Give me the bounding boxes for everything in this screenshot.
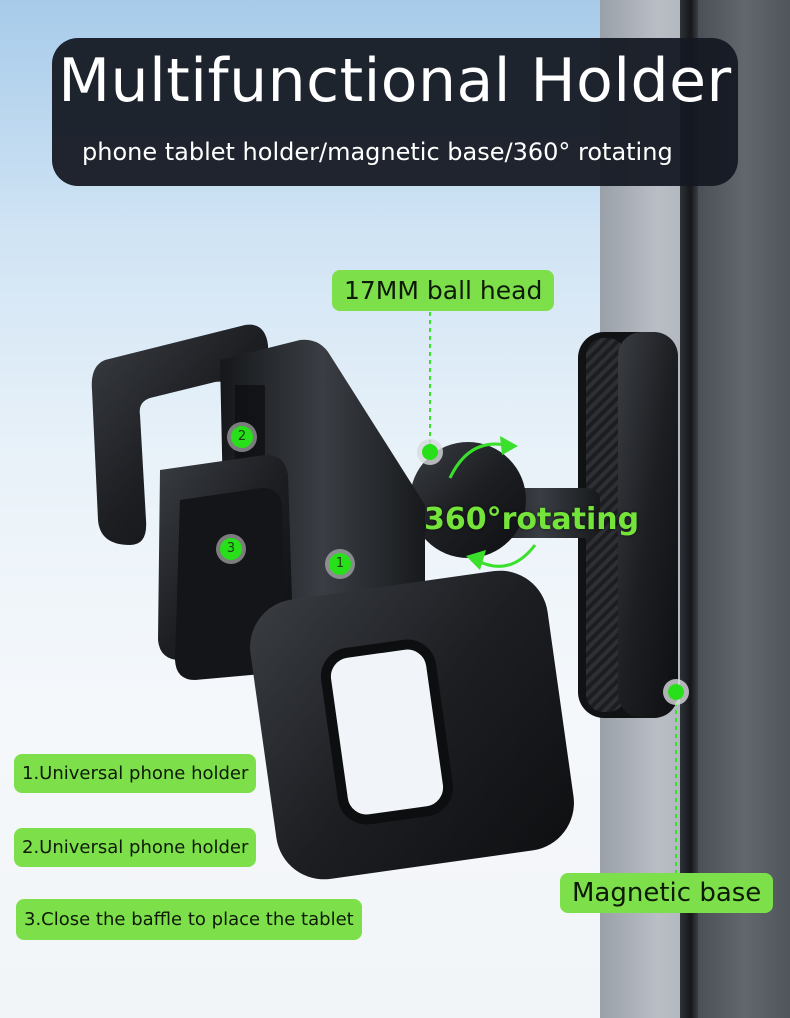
- ball-head-label: 17MM ball head: [332, 270, 555, 311]
- title-banner: Multifunctional Holder phone tablet hold…: [52, 38, 738, 186]
- marker-3: 3: [220, 538, 242, 560]
- page-subtitle: phone tablet holder/magnetic base/360° r…: [82, 138, 673, 166]
- ball-joint: [410, 442, 526, 558]
- magnetic-base-label: Magnetic base: [560, 873, 774, 913]
- marker-1: 1: [329, 553, 351, 575]
- feature-item-1: 1.Universal phone holder: [14, 754, 257, 793]
- marker-2: 2: [231, 426, 253, 448]
- door-frame-edge: [680, 0, 698, 1018]
- feature-item-3: 3.Close the baffle to place the tablet: [16, 899, 362, 940]
- magnetic-base-plate: [578, 332, 678, 718]
- rotate-arrow-bottom: [475, 544, 537, 568]
- feature-item-2: 2.Universal phone holder: [14, 828, 257, 867]
- front-clamp-plate: [250, 570, 574, 880]
- page-title: Multifunctional Holder: [58, 46, 732, 116]
- rotating-label: 360°rotating: [424, 502, 640, 537]
